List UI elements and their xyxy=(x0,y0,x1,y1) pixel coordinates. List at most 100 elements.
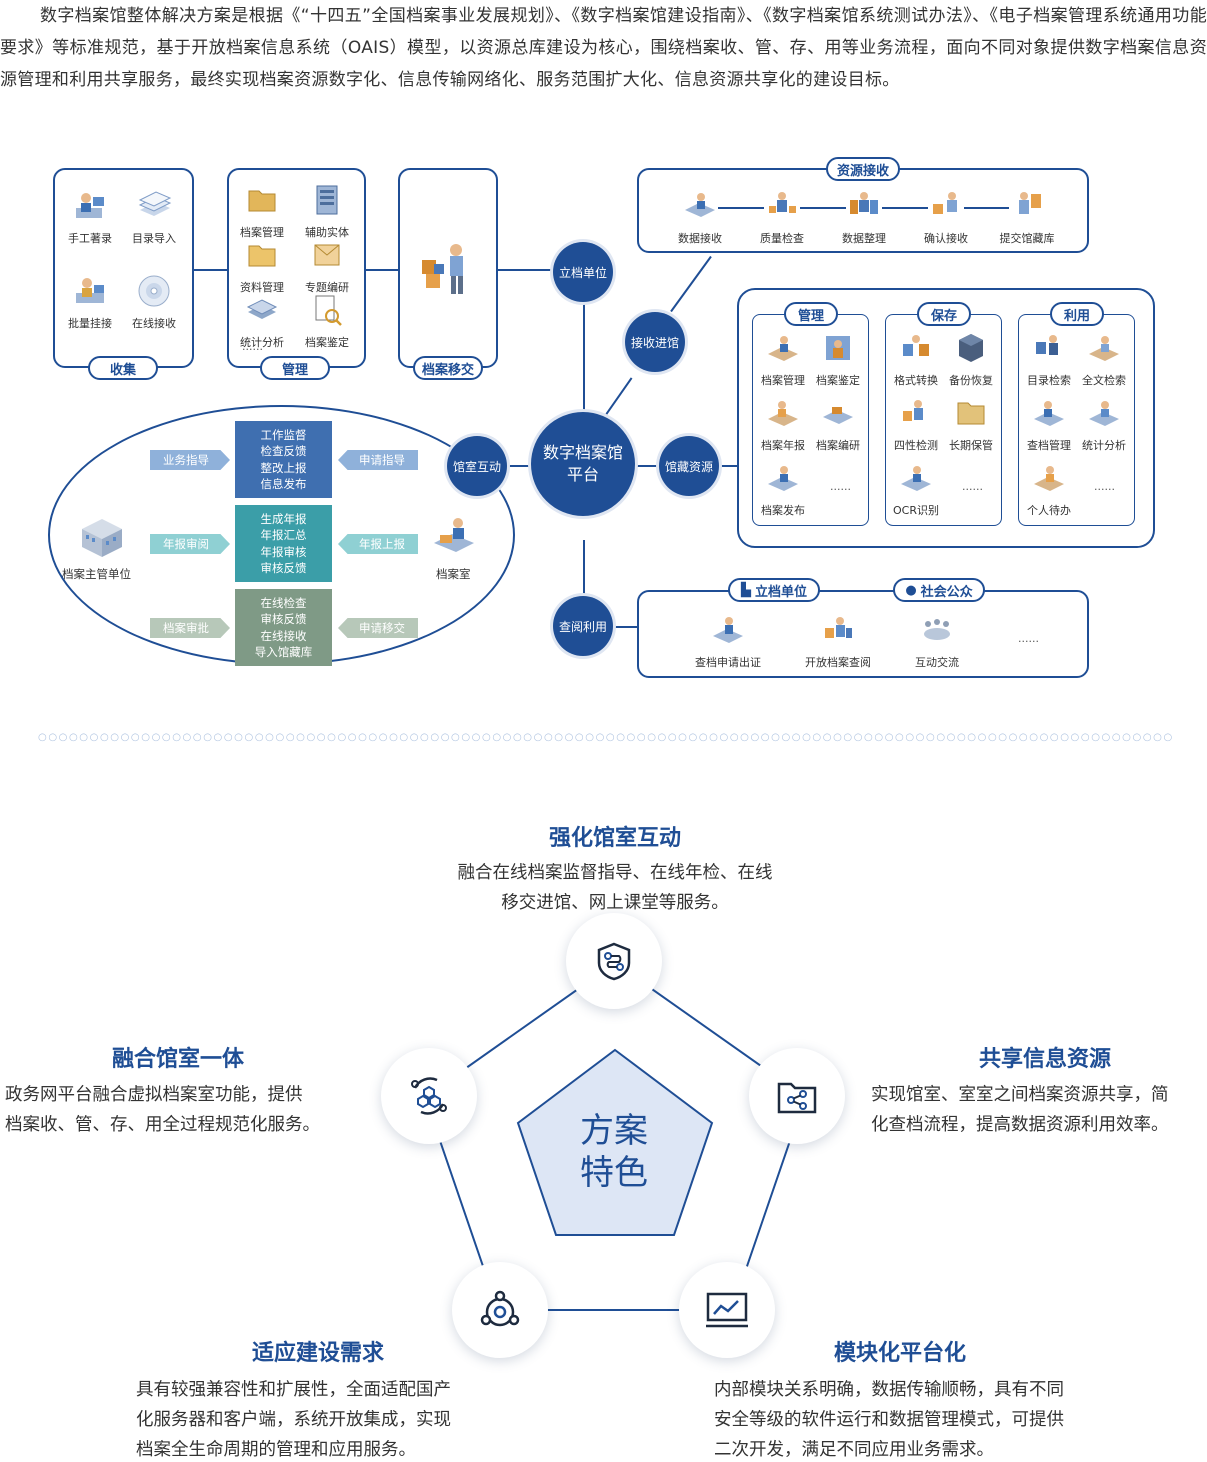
feature-title: 共享信息资源 xyxy=(978,1047,1111,1072)
publish-icon xyxy=(768,466,798,491)
feature-title: 模块化平台化 xyxy=(833,1341,966,1366)
node-chayue[interactable]: 查阅利用 xyxy=(553,596,613,656)
query-item[interactable]: 查档申请出证 xyxy=(690,612,766,670)
arrow-archive-approval: 档案审批 xyxy=(150,618,230,638)
document-stack-icon xyxy=(138,191,172,216)
feature-desc: 内部模块关系明确，数据传输顺畅，具有不同安全等级的软件运行和数据管理模式，可提供… xyxy=(714,1380,1064,1460)
intro-paragraph: 数字档案馆整体解决方案是根据《“十四五”全国档案事业发展规划》、《数字档案馆建设… xyxy=(0,6,1207,90)
resources-item[interactable]: 档案管理 xyxy=(750,330,816,388)
resources-more: ...... xyxy=(1094,480,1115,493)
feature-icon-share xyxy=(749,1048,845,1144)
node-hudong[interactable]: 馆室互动 xyxy=(447,436,507,496)
data-organize-icon xyxy=(846,188,882,224)
layers-icon xyxy=(246,299,278,319)
certificate-icon xyxy=(713,617,743,643)
feature-center-text: 方案 特色 xyxy=(580,1111,648,1193)
collect-item[interactable]: 手工著录 xyxy=(57,188,123,246)
arrow-apply-transfer: 申请移交 xyxy=(338,618,418,638)
platform-hub[interactable]: 数字档案馆平台 xyxy=(531,412,635,516)
collect-item[interactable]: 在线接收 xyxy=(121,273,187,331)
review-icon xyxy=(826,336,850,360)
person-icon: ● xyxy=(905,582,917,598)
fulltext-search-icon xyxy=(1089,336,1119,361)
report-icon xyxy=(768,401,798,426)
node-guancang[interactable]: 馆藏资源 xyxy=(659,436,719,496)
arrow-apply-guidance: 申请指导 xyxy=(338,450,418,470)
manage-item[interactable]: 档案鉴定 xyxy=(294,292,360,350)
building-icon: ▙ xyxy=(740,582,751,598)
feature-icon-fusion xyxy=(381,1048,477,1144)
ocr-icon xyxy=(901,466,931,491)
compile-icon xyxy=(823,407,853,424)
archive-room-icon xyxy=(434,518,474,552)
feature-desc: 政务网平台融合虚拟档案室功能，提供档案收、管、存、用全过程规范化服务。 xyxy=(5,1085,320,1135)
query-item[interactable]: 互动交流 xyxy=(904,612,970,670)
receive-step[interactable]: 提交馆藏库 xyxy=(989,188,1065,246)
resources-item[interactable]: 个人待办 xyxy=(1016,460,1082,518)
feature-desc: 具有较强兼容性和扩展性，全面适配国产化服务器和客户端，系统开放集成，实现档案全生… xyxy=(136,1380,451,1460)
node-lidang[interactable]: 立档单位 xyxy=(553,242,613,302)
inspection-icon xyxy=(903,400,923,421)
resources-item[interactable]: 长期保管 xyxy=(938,395,1004,453)
statistics-icon xyxy=(1089,401,1119,426)
resources-item[interactable]: 格式转换 xyxy=(883,330,949,388)
query-tab-unit[interactable]: ▙立档单位 xyxy=(728,578,820,602)
collect-item[interactable]: 目录导入 xyxy=(121,188,187,246)
arrow-annual-submit: 年报上报 xyxy=(338,534,418,554)
resources-item[interactable]: 四性检测 xyxy=(883,395,949,453)
person-files-icon xyxy=(422,244,463,294)
node-jieshou[interactable]: 接收进馆 xyxy=(625,312,685,372)
resources-item[interactable]: OCR识别 xyxy=(883,460,949,518)
resources-more: ...... xyxy=(830,480,851,493)
query-item[interactable]: 开放档案查阅 xyxy=(800,612,876,670)
resources-item[interactable]: 档案发布 xyxy=(750,460,816,518)
feature-title: 强化馆室互动 xyxy=(548,826,681,851)
resources-label-manage: 管理 xyxy=(784,302,838,326)
route-shield-icon xyxy=(597,942,631,981)
interaction-left-label: 档案主管单位 xyxy=(62,567,131,581)
collect-item[interactable]: 批量挂接 xyxy=(57,273,123,331)
feature-title: 融合馆室一体 xyxy=(111,1047,244,1072)
resources-item[interactable]: 备份恢复 xyxy=(938,330,1004,388)
folder-share-icon xyxy=(777,1082,817,1114)
manage-item[interactable]: 专题编研 xyxy=(294,237,360,295)
folder-icon xyxy=(248,190,276,212)
manage-item[interactable]: 资料管理 xyxy=(229,237,295,295)
receive-step[interactable]: 质量检查 xyxy=(747,188,817,246)
manage-item[interactable]: 统计分析 xyxy=(229,292,295,350)
arrow-business-guidance: 业务指导 xyxy=(150,450,230,470)
receive-step[interactable]: 确认接收 xyxy=(911,188,981,246)
feature-icon-interaction xyxy=(566,913,662,1009)
submit-archive-icon xyxy=(1009,188,1045,224)
data-receive-icon xyxy=(682,188,718,224)
collect-label: 收集 xyxy=(88,356,158,380)
resources-item[interactable]: 全文检索 xyxy=(1071,330,1137,388)
receive-step[interactable]: 数据整理 xyxy=(829,188,899,246)
dotted-divider: ○○○○○○○○○○○○○○○○○○○○○○○○○○○○○○○○○○○○○○○○… xyxy=(38,732,1173,743)
query-tab-public[interactable]: ●社会公众 xyxy=(893,578,985,602)
resources-more: ...... xyxy=(962,480,983,493)
manage-label: 管理 xyxy=(260,356,330,380)
transfer-box xyxy=(398,168,498,368)
meeting-icon xyxy=(924,619,950,640)
document-search-icon xyxy=(315,295,342,326)
resources-item[interactable]: 档案年报 xyxy=(750,395,816,453)
folder-icon xyxy=(957,402,985,425)
resources-item[interactable]: 统计分析 xyxy=(1071,395,1137,453)
person-computer-icon xyxy=(76,193,104,218)
manage-item[interactable]: 档案管理 xyxy=(229,182,295,240)
resources-item[interactable]: 档案编研 xyxy=(805,395,871,453)
format-convert-icon xyxy=(903,335,929,356)
backup-box-icon xyxy=(959,334,983,362)
query-box xyxy=(637,590,1089,678)
resources-item[interactable]: 目录检索 xyxy=(1016,330,1082,388)
manage-item[interactable]: 辅助实体 xyxy=(294,182,360,240)
open-archive-icon xyxy=(825,617,852,638)
resources-item[interactable]: 查档管理 xyxy=(1016,395,1082,453)
interaction-right-label: 档案室 xyxy=(436,567,471,581)
desk-person-icon xyxy=(768,336,798,361)
mail-stack-icon xyxy=(314,244,340,266)
resources-item[interactable]: 档案鉴定 xyxy=(805,330,871,388)
receive-step[interactable]: 数据接收 xyxy=(665,188,735,246)
disc-icon xyxy=(138,275,170,307)
